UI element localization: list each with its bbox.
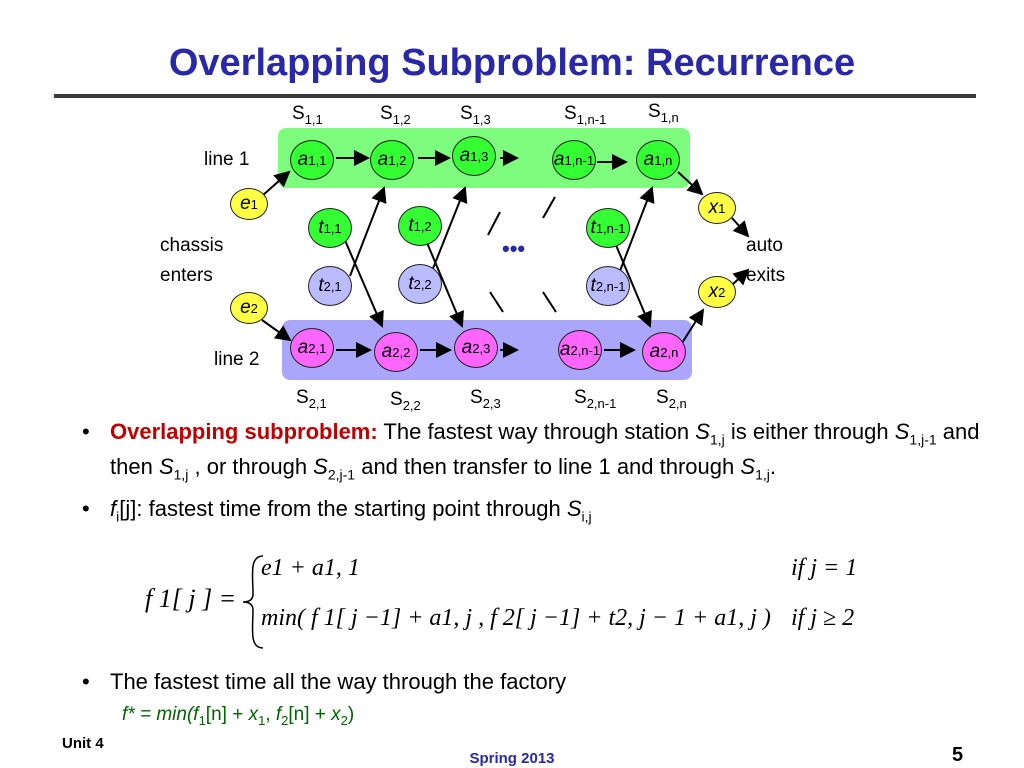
station-label-s23: S2,3 bbox=[470, 387, 501, 411]
bullet-dot: • bbox=[82, 419, 90, 444]
station-label-s2n: S2,n bbox=[656, 387, 687, 411]
station-label-s12: S1,2 bbox=[380, 103, 411, 127]
fstar-formula: f* = min(f1[n] + x1, f2[n] + x2) bbox=[122, 704, 355, 728]
arrow-exit1 bbox=[731, 217, 750, 238]
footer-term: Spring 2013 bbox=[469, 750, 555, 767]
arrow-t2n bbox=[617, 186, 655, 277]
dash-mid-4 bbox=[542, 291, 557, 313]
exit-label-2: exits bbox=[746, 265, 786, 286]
arrow-t1n bbox=[612, 237, 652, 328]
station-label-s2n1: S2,n-1 bbox=[574, 387, 617, 411]
formula-cond1: if j = 1 bbox=[791, 555, 858, 581]
formula-case1: e1 + a1, 1 bbox=[261, 555, 360, 581]
dash-mid-3 bbox=[489, 291, 504, 313]
dash-mid-1 bbox=[487, 211, 501, 236]
line1-label: line 1 bbox=[204, 149, 250, 170]
arrow-t22 bbox=[429, 186, 468, 277]
enter-label-1: chassis bbox=[160, 235, 224, 256]
station-label-s21: S2,1 bbox=[296, 387, 327, 411]
bullet-lead: Overlapping subproblem: bbox=[110, 419, 378, 444]
bullet-overlapping: • Overlapping subproblem: The fastest wa… bbox=[82, 419, 980, 483]
footer-unit: Unit 4 bbox=[62, 735, 104, 752]
slide-body: • Overlapping subproblem: The fastest wa… bbox=[80, 418, 1010, 536]
exit-label-1: auto bbox=[746, 235, 783, 256]
title-rule bbox=[54, 94, 976, 98]
page-number: 5 bbox=[952, 744, 964, 766]
arrow-x2 bbox=[681, 308, 705, 344]
line2-label: line 2 bbox=[214, 349, 260, 370]
bullet-dot: • bbox=[82, 669, 90, 694]
arrow-t11 bbox=[343, 237, 384, 328]
arrow-t21 bbox=[349, 186, 387, 277]
arrow-exit2 bbox=[731, 268, 750, 286]
station-label-s1n: S1,n bbox=[648, 101, 679, 125]
dash-mid-2 bbox=[542, 196, 556, 219]
station-label-s22: S2,2 bbox=[390, 389, 421, 413]
ellipsis: ••• bbox=[502, 236, 526, 261]
station-label-s13: S1,3 bbox=[460, 103, 491, 127]
formula-cond2: if j ≥ 2 bbox=[791, 605, 855, 631]
station-label-s11: S1,1 bbox=[292, 103, 323, 127]
arrow-e1 bbox=[261, 170, 291, 197]
formula-brace bbox=[242, 555, 264, 649]
bullet-factory: • The fastest time all the way through t… bbox=[82, 669, 567, 694]
enter-label-2: enters bbox=[160, 265, 213, 286]
arrow-x1 bbox=[677, 171, 704, 196]
formula-case2: min( f 1[ j −1] + a1, j , f 2[ j −1] + t… bbox=[261, 605, 771, 631]
formula-lhs: f 1[ j ] = bbox=[145, 584, 237, 613]
station-label-s1n1: S1,n-1 bbox=[564, 103, 607, 127]
arrow-e2 bbox=[261, 319, 292, 342]
slide-title: Overlapping Subproblem: Recurrence bbox=[168, 42, 856, 84]
arrow-t12 bbox=[424, 237, 464, 328]
bullet-fastest-time: • fi[j]: fastest time from the starting … bbox=[82, 495, 592, 525]
bullet-dot: • bbox=[82, 495, 90, 521]
slide-body-2: • The fastest time all the way through t… bbox=[80, 668, 1010, 702]
recurrence-formula: f 1[ j ] = e1 + a1, 1 if j = 1 min( f 1[… bbox=[145, 552, 905, 652]
